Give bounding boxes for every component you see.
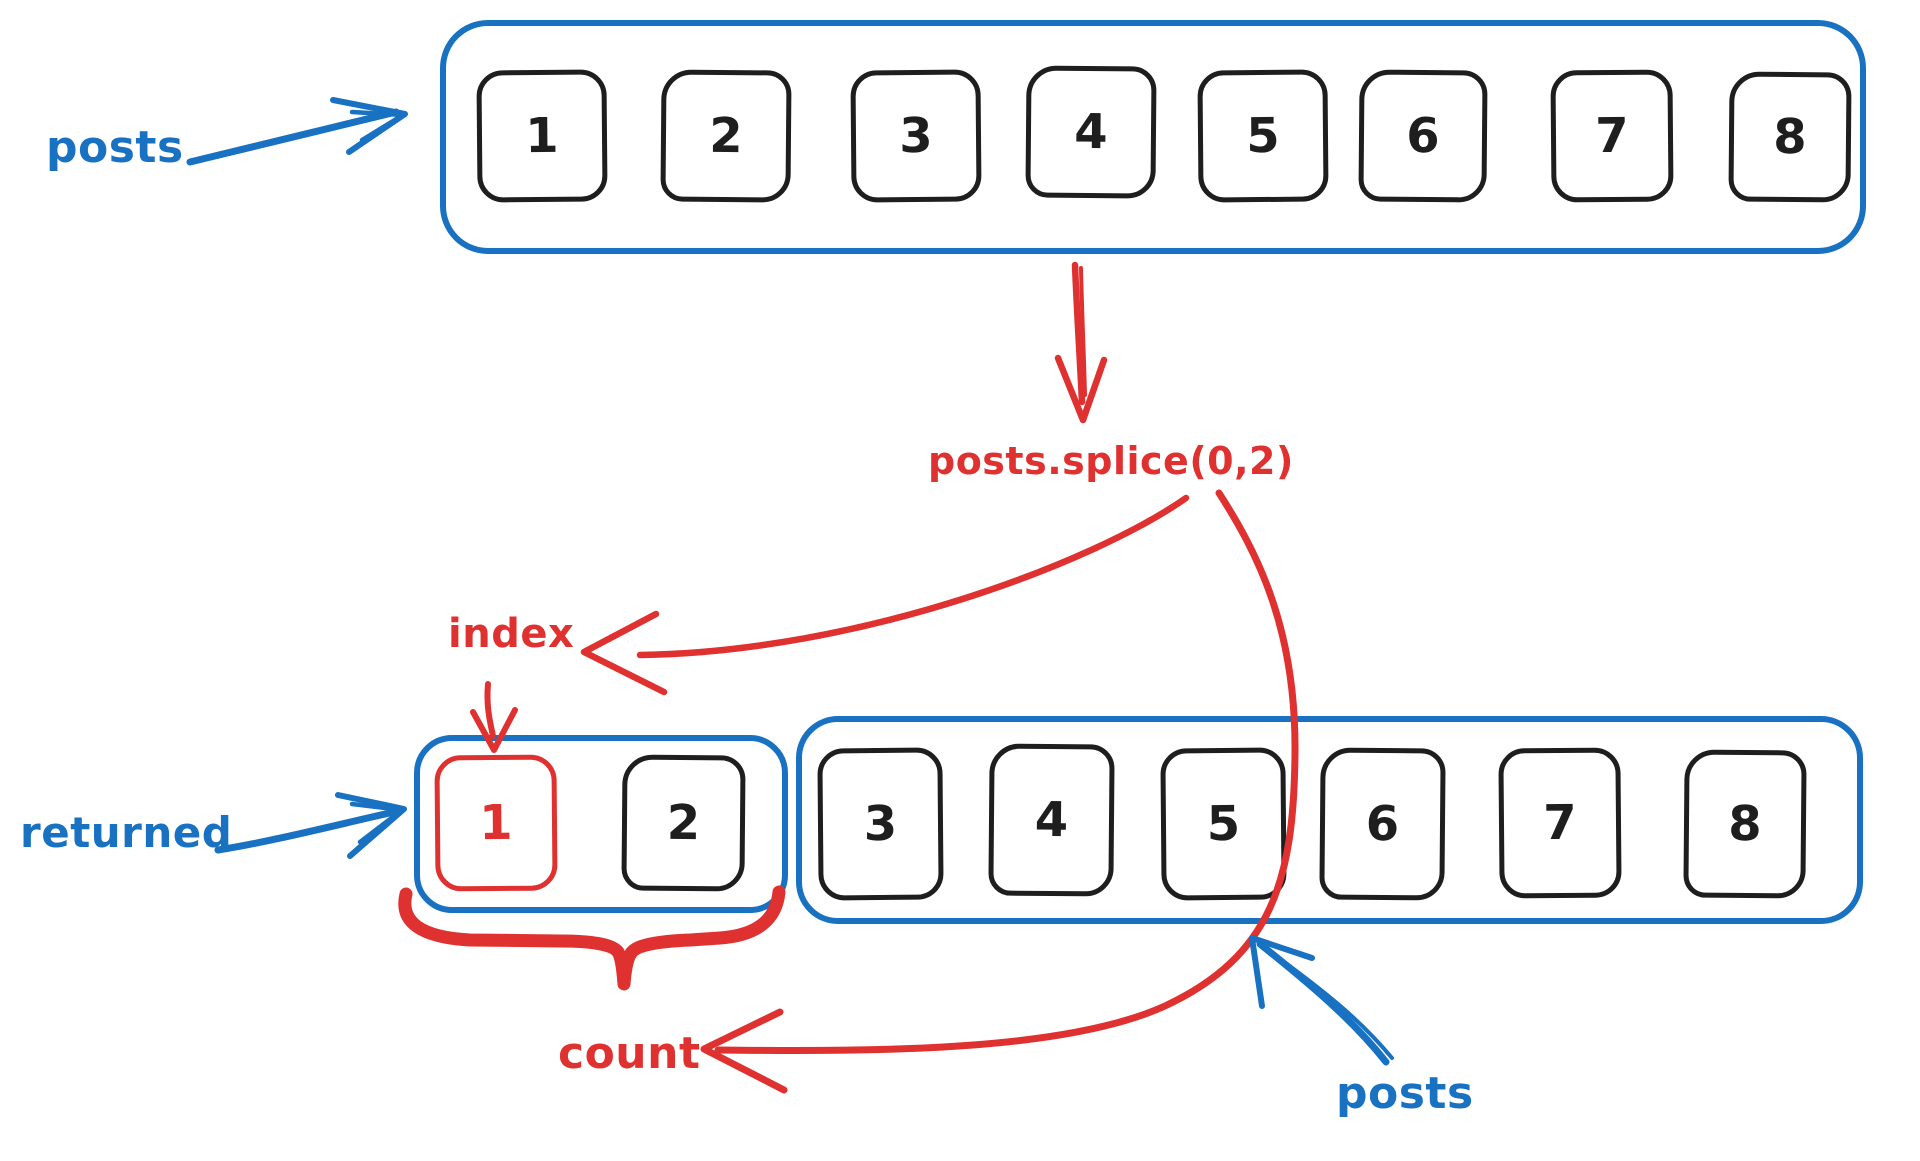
- array-item: 3: [817, 747, 944, 901]
- array-item: 8: [1728, 71, 1852, 203]
- splice-down-arrow-icon: [1054, 261, 1108, 424]
- count-label: count: [558, 1028, 701, 1079]
- array-item: 3: [850, 69, 982, 203]
- array-item: 5: [1160, 747, 1287, 901]
- array-item: 2: [660, 69, 792, 203]
- posts-bottom-label: posts: [1336, 1068, 1474, 1119]
- array-item: 7: [1550, 69, 1674, 203]
- array-item-highlighted: 1: [434, 754, 558, 892]
- array-item: 8: [1683, 749, 1807, 899]
- posts-top-label: posts: [46, 122, 184, 173]
- posts-before-array: 1 2 3 4 5 6 7 8: [440, 20, 1866, 254]
- splice-call-label: posts.splice(0,2): [928, 439, 1294, 483]
- splice-to-index-arrow-icon: [580, 494, 1190, 696]
- array-item: 2: [621, 754, 746, 892]
- posts-bottom-arrow-icon: [1249, 935, 1394, 1066]
- array-item: 4: [1025, 65, 1157, 199]
- array-item: 5: [1197, 69, 1329, 203]
- array-item: 4: [988, 743, 1115, 897]
- array-item: 7: [1498, 747, 1622, 899]
- returned-arrow-icon: [214, 792, 407, 859]
- posts-top-arrow-icon: [186, 97, 408, 166]
- index-label: index: [448, 611, 575, 657]
- returned-label: returned: [20, 808, 233, 857]
- array-item: 6: [1319, 747, 1446, 901]
- array-item: 6: [1358, 69, 1488, 203]
- array-item: 1: [476, 69, 608, 203]
- posts-after-array: 3 4 5 6 7 8: [796, 716, 1863, 924]
- returned-array: 1 2: [414, 735, 788, 913]
